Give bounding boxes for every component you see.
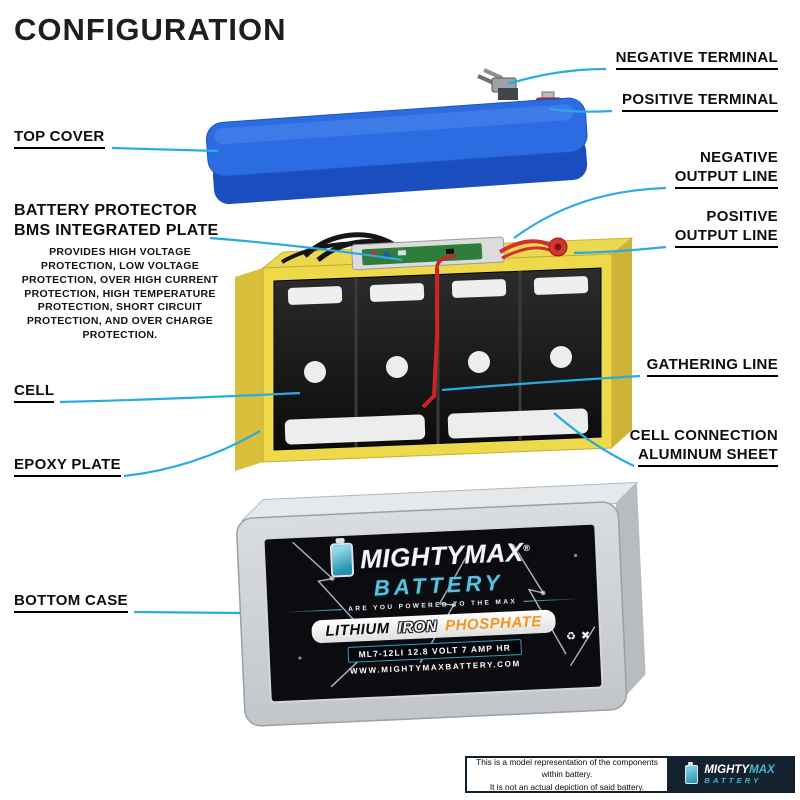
leader-negative-output — [513, 186, 667, 239]
label-content: MIGHTYMAX® BATTERY ARE YOU POWERED TO TH… — [264, 525, 600, 680]
label-top-cover: TOP COVER — [14, 127, 105, 149]
leader-bms-plate — [209, 236, 403, 262]
top-cover-part — [205, 97, 588, 205]
leader-cell — [59, 391, 301, 404]
output-wires-part — [421, 237, 568, 409]
leader-lines — [59, 67, 667, 615]
label-epoxy-plate: EPOXY PLATE — [14, 455, 121, 477]
battery-icon — [329, 542, 354, 578]
tagline-rule-left — [284, 609, 343, 613]
registered-mark: ® — [523, 542, 531, 554]
disposal-icons: ♻ ✖ — [566, 629, 591, 643]
label-positive-terminal: POSITIVE TERMINAL — [622, 90, 778, 112]
label-gathering-line: GATHERING LINE — [646, 355, 778, 377]
disclaimer-text: This is a model representation of the co… — [476, 756, 658, 792]
lightning-decoration — [292, 541, 596, 688]
leader-gathering-line — [441, 374, 641, 392]
leader-bottom-case — [133, 610, 241, 615]
label-cell-connection: CELL CONNECTION ALUMINUM SHEET — [630, 426, 778, 467]
brand-name: MIGHTYMAX® — [359, 536, 531, 575]
bms-board-part — [351, 236, 505, 271]
battery-protector-description: PROVIDES HIGH VOLTAGE PROTECTION, LOW VO… — [21, 246, 219, 342]
label-cell: CELL — [14, 381, 55, 403]
leader-cell-connection — [553, 412, 635, 467]
footer-brand: MIGHTYMAX BATTERY — [704, 763, 775, 785]
label-bottom-case: BOTTOM CASE — [14, 591, 128, 613]
footer-logo: MIGHTYMAX BATTERY — [667, 758, 793, 791]
leader-epoxy-plate — [123, 430, 261, 478]
leader-top-cover — [111, 146, 219, 153]
footer-disclaimer: This is a model representation of the co… — [465, 756, 795, 793]
page-title: CONFIGURATION — [14, 12, 287, 47]
brand-battery: BATTERY — [373, 569, 505, 601]
battery-icon — [685, 762, 699, 784]
leader-positive-terminal — [549, 107, 613, 113]
cell-case-part — [235, 237, 634, 471]
battery-front-label: MIGHTYMAX® BATTERY ARE YOU POWERED TO TH… — [262, 522, 604, 704]
no-trash-icon: ✖ — [580, 629, 591, 643]
tagline-rule-right — [523, 598, 582, 602]
label-battery-protector: BATTERY PROTECTOR BMS INTEGRATED PLATE P… — [14, 201, 226, 343]
label-negative-output-line: NEGATIVE OUTPUT LINE — [674, 148, 778, 189]
leader-negative-terminal — [507, 67, 607, 86]
negative-terminal-part — [477, 68, 518, 100]
leader-positive-output — [573, 245, 667, 255]
recycle-icon: ♻ — [565, 630, 577, 643]
label-negative-terminal: NEGATIVE TERMINAL — [615, 48, 778, 70]
label-positive-output-line: POSITIVE OUTPUT LINE — [674, 207, 778, 248]
